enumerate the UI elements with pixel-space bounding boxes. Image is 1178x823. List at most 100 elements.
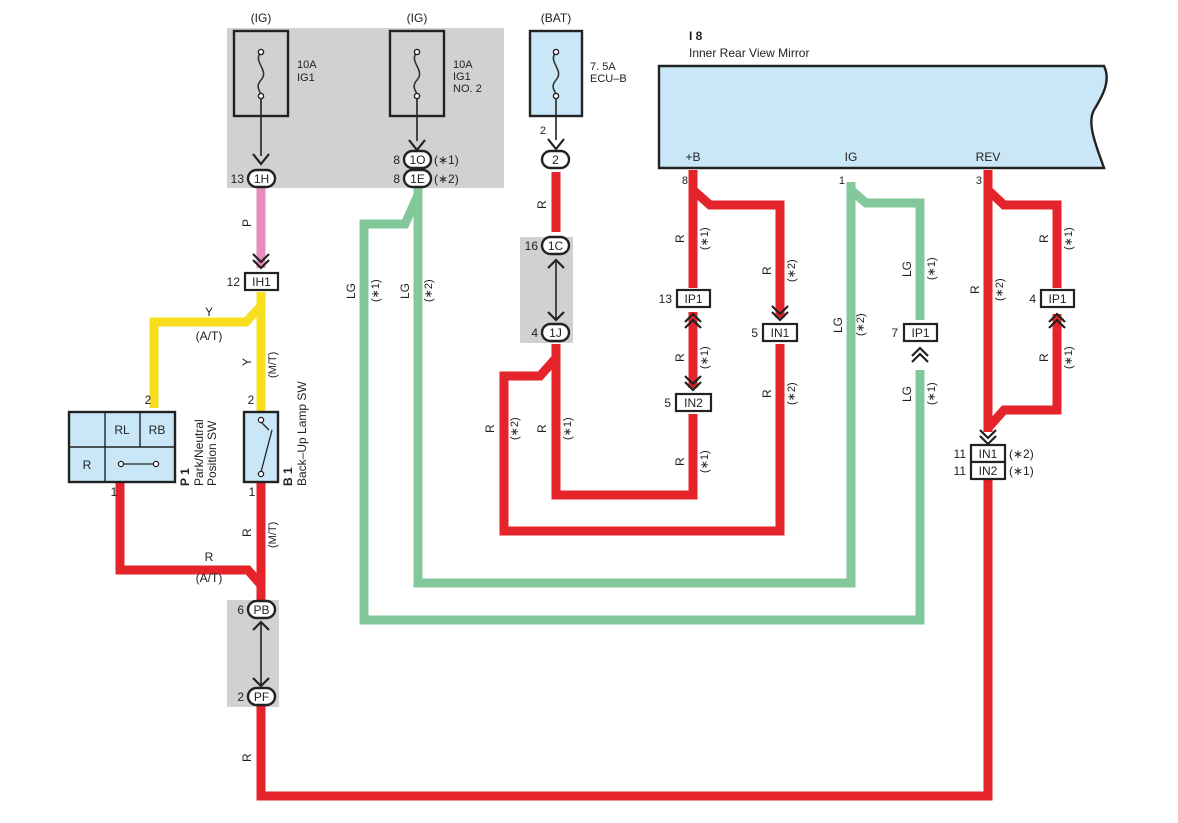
svg-text:IP1: IP1 (684, 292, 702, 306)
connector-1j: 1J 4 (531, 322, 571, 343)
connector-in1-5: IN1 5 (751, 322, 799, 343)
wire-red-1j-in1 (499, 344, 785, 536)
svg-text:16: 16 (525, 239, 539, 253)
svg-text:(∗2): (∗2) (855, 313, 867, 336)
wire-lg-1o-to-ig (413, 182, 856, 588)
svg-text:R: R (760, 389, 774, 398)
svg-text:R: R (535, 200, 549, 209)
svg-text:(M/T): (M/T) (267, 522, 279, 548)
svg-text:R: R (83, 458, 92, 472)
svg-text:IP1: IP1 (911, 326, 929, 340)
connector-ih1: IH1 12 (227, 271, 280, 292)
svg-text:IG1: IG1 (297, 72, 315, 84)
svg-text:NO. 2: NO. 2 (453, 83, 482, 95)
svg-text:2: 2 (552, 153, 559, 167)
svg-text:7: 7 (891, 326, 898, 340)
svg-text:(∗1): (∗1) (562, 417, 574, 440)
mirror-pin-label: IG (845, 150, 858, 164)
svg-text:(∗2): (∗2) (509, 417, 521, 440)
svg-text:LG: LG (900, 386, 914, 402)
svg-text:(BAT): (BAT) (541, 11, 571, 25)
junction-block-ig (227, 28, 504, 188)
svg-text:PB: PB (253, 603, 269, 617)
svg-text:1J: 1J (549, 326, 562, 340)
svg-text:(∗2): (∗2) (1009, 447, 1034, 461)
svg-text:IN1: IN1 (771, 326, 790, 340)
svg-text:13: 13 (659, 292, 673, 306)
svg-text:1: 1 (249, 485, 256, 499)
svg-text:IN1: IN1 (979, 447, 998, 461)
svg-text:10A: 10A (453, 59, 473, 71)
svg-text:4: 4 (1029, 292, 1036, 306)
svg-text:Position SW: Position SW (205, 420, 219, 486)
wire-yellow-at (149, 302, 265, 408)
connector-ip1-4: IP1 4 (1029, 288, 1076, 309)
svg-text:(A/T): (A/T) (196, 571, 223, 585)
connector-in1-11: IN1 11 (∗2) (954, 443, 1034, 464)
connector-1h: 1H 13 (231, 168, 277, 189)
connector-in2-5: IN2 5 (664, 392, 713, 413)
svg-text:13: 13 (231, 172, 245, 186)
svg-text:1E: 1E (410, 172, 425, 186)
fuse-ecu-b: (BAT) 7. 5A ECU–B 2 (528, 11, 627, 140)
svg-text:LG: LG (900, 261, 914, 277)
connector-pb: PB 6 (237, 599, 277, 620)
svg-text:R: R (1037, 353, 1051, 362)
svg-text:IG1: IG1 (453, 71, 471, 83)
svg-text:R: R (240, 528, 254, 537)
svg-text:2: 2 (145, 393, 152, 407)
svg-text:IH1: IH1 (252, 275, 271, 289)
park-neutral-position-switch: RL RB R 2 1 P 1 Park/Neutral Position SW (67, 393, 219, 499)
svg-text:(IG): (IG) (251, 11, 272, 25)
svg-text:(∗1): (∗1) (1063, 227, 1075, 250)
svg-text:Y: Y (240, 358, 254, 366)
svg-text:LG: LG (831, 317, 845, 333)
svg-text:LG: LG (398, 283, 412, 299)
svg-text:R: R (673, 457, 687, 466)
svg-text:R: R (535, 424, 549, 433)
connector-1c: 1C 16 (525, 235, 571, 256)
svg-text:6: 6 (237, 603, 244, 617)
svg-text:R: R (240, 753, 254, 762)
svg-text:2: 2 (237, 690, 244, 704)
svg-text:(∗2): (∗2) (423, 279, 435, 302)
svg-text:(∗1): (∗1) (1063, 346, 1075, 369)
svg-text:11: 11 (954, 447, 967, 461)
connector-ip1-13: IP1 13 (659, 288, 712, 309)
svg-text:ECU–B: ECU–B (590, 73, 627, 85)
svg-text:(∗1): (∗1) (926, 257, 938, 280)
svg-text:R: R (760, 266, 774, 275)
inner-rear-view-mirror: I 8 Inner Rear View Mirror +B IG REV 8 1… (657, 29, 1108, 187)
svg-text:R: R (1037, 234, 1051, 243)
svg-text:(∗1): (∗1) (434, 153, 459, 167)
svg-text:RB: RB (149, 423, 166, 437)
svg-text:8: 8 (393, 153, 400, 167)
svg-text:R: R (968, 285, 982, 294)
connector-1e: 1E 8 (∗2) (393, 168, 459, 189)
svg-text:8: 8 (393, 172, 400, 186)
wire-red-ip1-loop (984, 314, 1062, 431)
mirror-title: Inner Rear View Mirror (689, 46, 809, 60)
svg-text:(∗1): (∗1) (1009, 464, 1034, 478)
svg-text:RL: RL (114, 423, 130, 437)
connector-2: 2 (540, 149, 571, 170)
svg-text:P 1: P 1 (178, 468, 192, 486)
svg-text:IP1: IP1 (1048, 292, 1066, 306)
svg-text:R: R (673, 353, 687, 362)
wire-red-plusb-in1 (690, 186, 785, 318)
wire-red-1j-in2 (551, 344, 698, 500)
svg-text:(∗2): (∗2) (994, 278, 1006, 301)
mirror-pin-number: 8 (682, 175, 688, 187)
connector-1o: 1O 8 (∗1) (393, 149, 459, 170)
svg-text:5: 5 (664, 396, 671, 410)
svg-text:Park/Neutral: Park/Neutral (192, 419, 206, 486)
mirror-pin-number: 1 (839, 175, 845, 187)
svg-text:2: 2 (540, 125, 546, 137)
svg-text:(IG): (IG) (407, 11, 428, 25)
svg-text:(A/T): (A/T) (196, 329, 223, 343)
mirror-pin-number: 3 (976, 175, 982, 187)
svg-text:Back–Up Lamp SW: Back–Up Lamp SW (295, 381, 309, 486)
svg-text:R: R (673, 234, 687, 243)
svg-text:(∗1): (∗1) (699, 450, 711, 473)
